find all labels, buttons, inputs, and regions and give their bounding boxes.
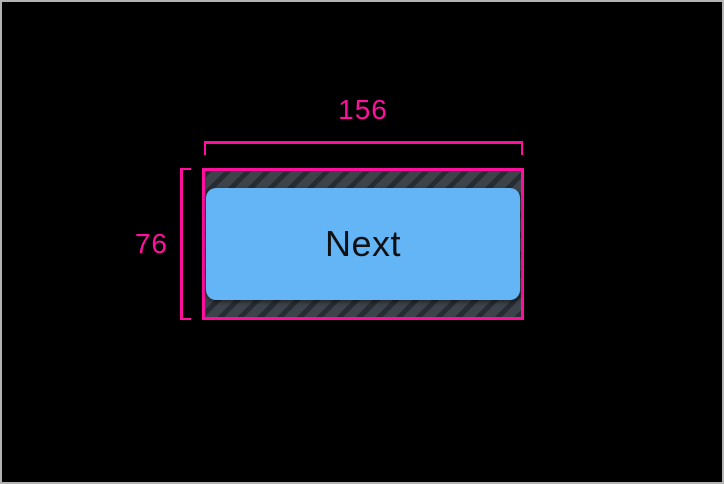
touch-target-region: Next: [202, 168, 524, 320]
next-button[interactable]: Next: [206, 188, 520, 300]
width-dimension-label: 156: [338, 94, 388, 125]
height-dimension-line: [180, 168, 191, 320]
height-dimension-label: 76: [134, 228, 168, 259]
next-button-label: Next: [324, 223, 402, 264]
width-dimension-line: [204, 141, 523, 155]
